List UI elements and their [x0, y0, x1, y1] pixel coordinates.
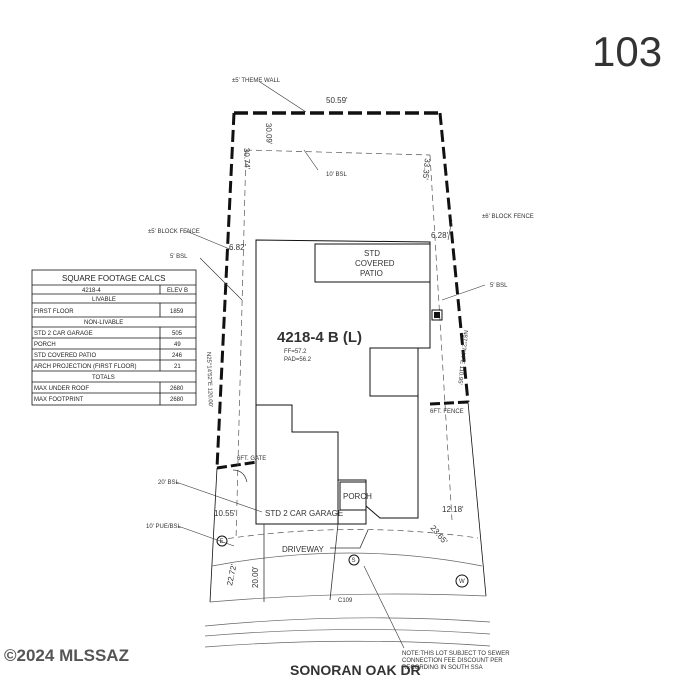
bsl-20-label: 20' BSL — [158, 480, 179, 486]
table-row-label: PORCH — [34, 342, 56, 348]
mls-watermark: ©2024 MLSSAZ — [4, 646, 129, 665]
table-row-value: 21 — [174, 364, 181, 370]
table-col-elev: ELEV B — [167, 288, 188, 294]
theme-wall-label: ±5' THEME WALL — [232, 78, 281, 84]
fence-right-label: 6FT. FENCE — [430, 409, 464, 415]
plan-ff: FF=57.2 — [284, 349, 307, 355]
dim-front-right: 12.18' — [442, 505, 464, 514]
table-row-value: 49 — [174, 342, 181, 348]
bearing-left: N25°14'52"E 120.00' — [205, 352, 213, 407]
note-line-3: RECORDING IN SOUTH SSA — [402, 665, 483, 671]
dim-drive-depth: 20.00' — [251, 566, 260, 588]
table-row-value: 2680 — [170, 397, 184, 403]
porch-label: PORCH — [343, 492, 372, 501]
bsl-5-left-label: 5' BSL — [170, 254, 188, 260]
table-row-label: ARCH PROJECTION (FIRST FLOOR) — [34, 364, 137, 370]
table-row-label: FIRST FLOOR — [34, 309, 74, 315]
patio-label-3: PATIO — [360, 269, 383, 278]
table-row-value: 246 — [172, 353, 183, 359]
table-row-value: 1859 — [170, 309, 184, 315]
bearing-right: N87°27'44"E 110.95' — [456, 330, 468, 385]
lot-boundary — [209, 111, 487, 603]
table-row-label: MAX FOOTPRINT — [34, 397, 84, 403]
block-fence-right-label: ±6' BLOCK FENCE — [482, 214, 534, 220]
leader-lines — [175, 81, 486, 649]
plan-model: 4218-4 B (L) — [277, 329, 362, 346]
driveway-label: DRIVEWAY — [282, 545, 324, 554]
curb-label: C109 — [338, 598, 353, 604]
utility-box — [431, 309, 443, 321]
bsl-10-label: 10' BSL — [326, 172, 347, 178]
page-number: 103 — [592, 28, 662, 75]
bsl-5-right-label: 5' BSL — [490, 283, 508, 289]
marker-w: W — [459, 579, 465, 585]
dim-left-top-b: 30.74' — [242, 148, 252, 170]
gate-swing — [232, 469, 248, 483]
square-footage-table — [31, 269, 197, 406]
table-title: SQUARE FOOTAGE CALCS — [62, 274, 165, 283]
block-fence-left-label: ±5' BLOCK FENCE — [148, 229, 200, 235]
note-line-2: CONNECTION FEE DISCOUNT PER — [402, 658, 503, 664]
table-row-value: 505 — [172, 331, 183, 337]
table-col-plan: 4218-4 — [82, 288, 101, 294]
dim-top: 50.59' — [326, 96, 348, 105]
dim-right-top: 33.35' — [421, 158, 432, 181]
driveway — [263, 523, 369, 602]
plan-pad: PAD=56.2 — [284, 357, 312, 363]
markers — [216, 535, 469, 588]
setback-lines — [217, 149, 479, 541]
table-row-label: STD COVERED PATIO — [34, 353, 96, 359]
house-footprint — [255, 239, 431, 525]
street-curb — [204, 552, 491, 648]
dim-corner-left: 22.72' — [225, 563, 238, 586]
patio-label-1: STD — [364, 249, 380, 258]
gate-left-label: 6FT. GATE — [237, 456, 266, 462]
note-line-1: NOTE:THIS LOT SUBJECT TO SEWER — [402, 651, 510, 657]
table-section-non-livable: NON-LIVABLE — [84, 320, 123, 326]
patio-label-2: COVERED — [355, 259, 395, 268]
dim-front-left: 10.55' — [214, 509, 236, 518]
table-row-label: MAX UNDER ROOF — [34, 386, 89, 392]
dim-right-side: 6.28' — [431, 231, 449, 240]
table-section-totals: TOTALS — [92, 375, 115, 381]
table-row-value: 2680 — [170, 386, 184, 392]
pue-bsl-label: 10' PUE/BSL — [146, 524, 181, 530]
table-section-livable: LIVABLE — [92, 297, 116, 303]
table-row-label: STD 2 CAR GARAGE — [34, 331, 93, 337]
marker-e: E — [220, 539, 224, 545]
garage-label: STD 2 CAR GARAGE — [265, 509, 343, 518]
street-name: SONORAN OAK DR — [290, 662, 421, 678]
dim-corner-right: 23.65' — [428, 524, 449, 547]
dim-left-top-a: 30.09' — [264, 123, 274, 145]
dim-left-side: 6.82' — [229, 243, 247, 252]
marker-s: S — [352, 558, 356, 564]
